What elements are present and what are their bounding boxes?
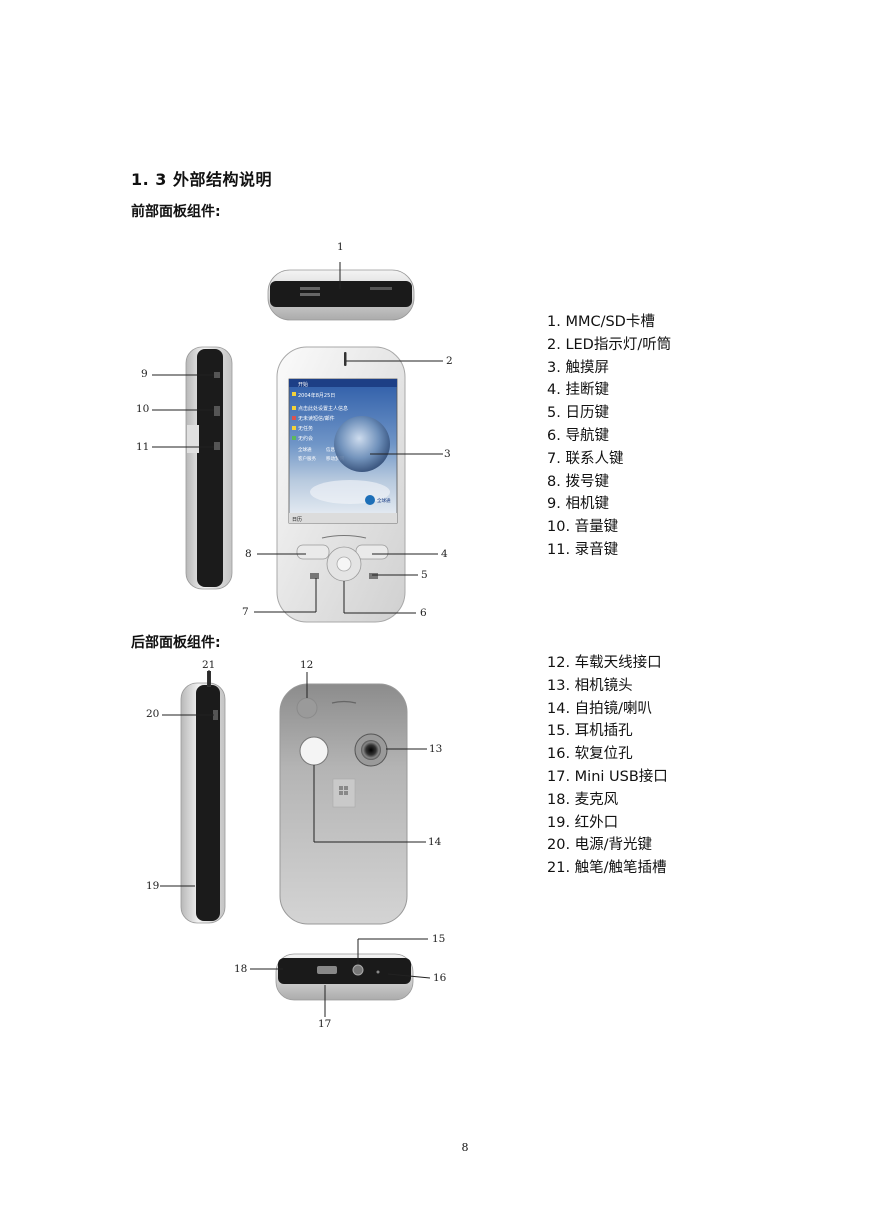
front-item-3: 3. 触摸屏 [547, 359, 609, 376]
back-component-list: 12. 车载天线接口 13. 相机镜头 14. 自拍镜/喇叭 15. 耳机插孔 … [547, 652, 668, 880]
top-view [267, 262, 415, 321]
back-item-12: 12. 车载天线接口 [547, 655, 662, 671]
section-title: 1. 3 外部结构说明 [131, 170, 272, 189]
screen-row-2: 无任务 [298, 425, 313, 432]
bottom-view [250, 938, 431, 1017]
callout-20: 20 [146, 708, 160, 720]
callout-13: 13 [429, 743, 443, 755]
front-item-5: 5. 日历键 [547, 405, 609, 422]
front-body: 开始 2004年8月25日 点击此处设置主人信息 无未读短信/邮件 无任务 无约… [254, 346, 443, 623]
callout-10: 10 [136, 403, 150, 415]
callout-14: 14 [428, 836, 442, 848]
callout-15: 15 [432, 933, 446, 945]
front-item-9: 9. 相机键 [547, 496, 609, 513]
callout-21: 21 [202, 659, 216, 671]
front-item-7: 7. 联系人键 [547, 450, 624, 467]
callout-11: 11 [136, 441, 150, 453]
back-item-18: 18. 麦克风 [547, 791, 619, 808]
back-body [279, 672, 427, 925]
front-panel-heading: 前部面板组件: [131, 204, 221, 220]
callout-6: 6 [420, 607, 427, 619]
front-item-6: 6. 导航键 [547, 427, 609, 444]
left-side-view [152, 346, 233, 590]
screen-bottom-1: 信息 [326, 446, 335, 453]
screen-bottom-2: 客户服务 [298, 455, 316, 462]
back-item-19: 19. 红外口 [547, 814, 619, 831]
screen-row-1: 无未读短信/邮件 [298, 415, 335, 422]
callout-5: 5 [421, 569, 428, 581]
back-item-17: 17. Mini USB接口 [547, 768, 668, 785]
front-item-4: 4. 挂断键 [547, 382, 609, 399]
front-item-11: 11. 录音键 [547, 541, 619, 558]
callout-19: 19 [146, 880, 160, 892]
page-number: 8 [461, 1141, 469, 1154]
front-item-2: 2. LED指示灯/听筒 [547, 336, 672, 353]
front-item-1: 1. MMC/SD卡槽 [547, 314, 655, 330]
back-side-view [160, 670, 226, 924]
screen-row-0: 点击此处设置主人信息 [298, 405, 348, 412]
front-item-10: 10. 音量键 [547, 519, 619, 536]
callout-1: 1 [337, 241, 344, 253]
callout-2: 2 [446, 355, 453, 367]
back-item-21: 21. 触笔/触笔插槽 [547, 860, 667, 877]
callout-7: 7 [242, 606, 249, 618]
callout-3: 3 [444, 448, 451, 460]
back-item-20: 20. 电源/背光键 [547, 837, 653, 854]
callout-17: 17 [318, 1018, 332, 1030]
callout-16: 16 [433, 972, 447, 984]
callout-12: 12 [300, 659, 314, 671]
callout-9: 9 [141, 368, 148, 380]
screen-softkey: 日历 [292, 517, 302, 523]
back-item-13: 13. 相机镜头 [547, 677, 633, 694]
screen-bottom-0: 全球通 [298, 446, 312, 453]
callout-8: 8 [245, 548, 252, 560]
callout-18: 18 [234, 963, 248, 975]
back-item-14: 14. 自拍镜/喇叭 [547, 700, 653, 717]
screen-brand: 全球通 [377, 497, 391, 504]
screen-row-3: 无约会 [298, 435, 313, 442]
front-component-list: 1. MMC/SD卡槽 2. LED指示灯/听筒 3. 触摸屏 4. 挂断键 5… [547, 311, 671, 562]
screen-bottom-3: 移动梦网 [326, 455, 344, 462]
screen-start: 开始 [298, 381, 308, 388]
callout-4: 4 [441, 548, 448, 560]
front-item-8: 8. 拨号键 [547, 473, 609, 490]
screen-date: 2004年8月25日 [298, 392, 335, 399]
back-item-15: 15. 耳机插孔 [547, 723, 633, 740]
back-panel-heading: 后部面板组件: [131, 635, 221, 651]
back-item-16: 16. 软复位孔 [547, 746, 633, 763]
